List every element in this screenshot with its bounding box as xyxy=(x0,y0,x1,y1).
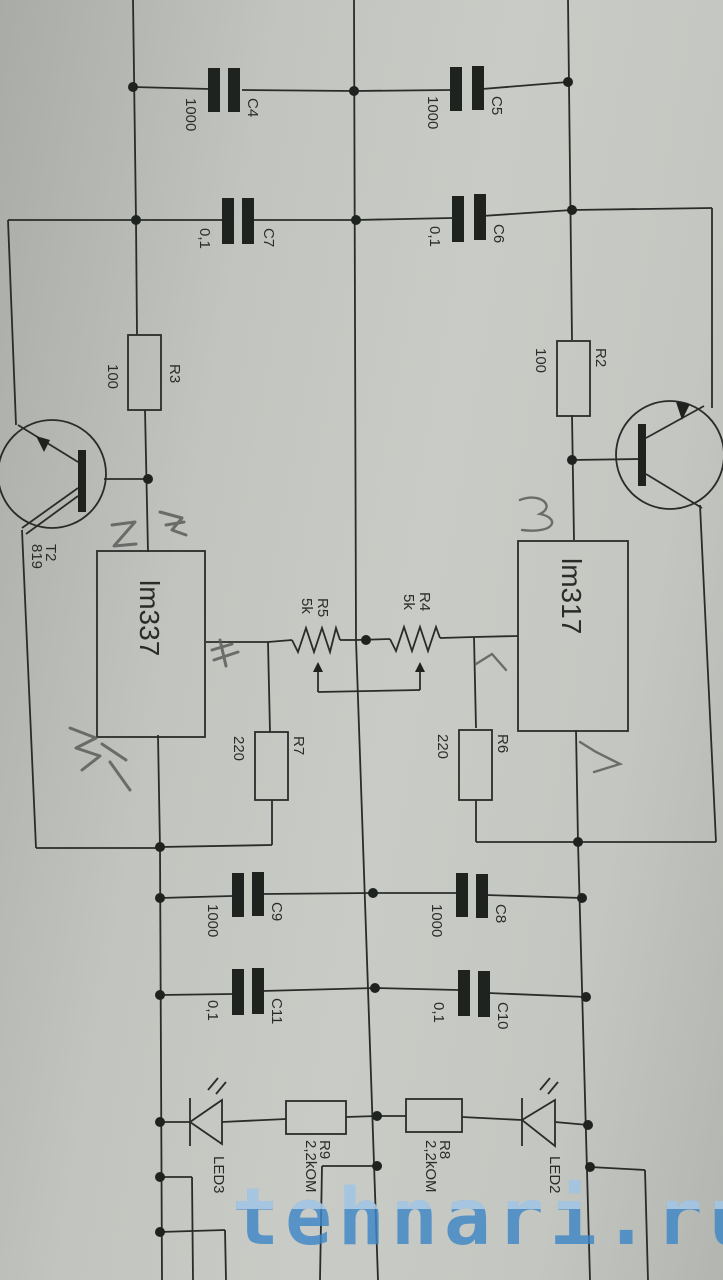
r9-ref: R9 xyxy=(316,1140,333,1159)
c9-value: 1000 xyxy=(204,904,221,937)
regulator-lm317: lm317 xyxy=(517,540,629,732)
wires xyxy=(7,0,717,1280)
c8-value: 1000 xyxy=(428,904,445,937)
watermark: tehnari.ru tehnari.ru xyxy=(232,1173,723,1263)
r6-ref: R6 xyxy=(494,734,511,753)
c4-value: 1000 xyxy=(182,98,199,131)
lm337-label: lm337 xyxy=(134,580,165,656)
r9-value: 2,2kOM xyxy=(302,1140,319,1193)
resistor-r3: R3 100 xyxy=(104,334,183,411)
c10-ref: C10 xyxy=(494,1002,511,1030)
c7-value: 0,1 xyxy=(196,228,213,249)
capacitor-c7: C7 0,1 xyxy=(196,198,277,249)
c4-ref: C4 xyxy=(244,98,261,117)
led-led2: LED2 xyxy=(520,1077,563,1194)
handwritten-annotations xyxy=(68,496,624,792)
resistor-r6: R6 220 xyxy=(434,729,511,801)
watermark-text: tehnari.ru xyxy=(232,1173,723,1263)
c6-value: 0,1 xyxy=(426,226,443,247)
r8-value: 2,2kOM xyxy=(422,1140,439,1193)
r6-value: 220 xyxy=(434,734,451,759)
transistor-t2: T2 819 xyxy=(0,419,107,569)
potentiometer-r5: R5 5k xyxy=(291,598,341,672)
c5-value: 1000 xyxy=(424,96,441,129)
capacitor-c9: C9 1000 xyxy=(204,872,285,937)
capacitor-c8: C8 1000 xyxy=(428,873,509,937)
resistor-r9: R9 2,2kOM xyxy=(285,1100,347,1193)
r8-ref: R8 xyxy=(436,1140,453,1159)
r3-ref: R3 xyxy=(166,364,183,383)
c5-ref: C5 xyxy=(488,96,505,115)
regulator-lm337: lm337 xyxy=(96,550,206,738)
r2-ref: R2 xyxy=(592,348,609,367)
c9-ref: C9 xyxy=(268,902,285,921)
potentiometer-r4: R4 5k xyxy=(389,592,441,672)
c11-value: 0,1 xyxy=(204,1000,221,1021)
r4-value: 5k xyxy=(400,594,417,610)
r4-ref: R4 xyxy=(416,592,433,611)
junctions xyxy=(128,77,595,1237)
t2-ref: T2 xyxy=(42,544,59,562)
resistor-r2: R2 100 xyxy=(532,340,609,417)
r5-value: 5k xyxy=(298,598,315,614)
r3-value: 100 xyxy=(104,364,121,389)
transistor-right xyxy=(615,400,723,510)
t2-value: 819 xyxy=(28,544,45,569)
led3-ref: LED3 xyxy=(210,1156,227,1194)
resistor-r8: R8 2,2kOM xyxy=(405,1098,463,1193)
r7-value: 220 xyxy=(230,736,247,761)
r2-value: 100 xyxy=(532,348,549,373)
capacitor-c11: C11 0,1 xyxy=(204,968,285,1024)
resistor-r7: R7 220 xyxy=(230,731,307,801)
r5-ref: R5 xyxy=(314,598,331,617)
c6-ref: C6 xyxy=(490,224,507,243)
r7-ref: R7 xyxy=(290,736,307,755)
led-led3: LED3 xyxy=(188,1077,227,1194)
lm317-label: lm317 xyxy=(556,558,587,634)
c7-ref: C7 xyxy=(260,228,277,247)
capacitor-c6: C6 0,1 xyxy=(426,194,507,247)
c11-ref: C11 xyxy=(268,998,285,1024)
c8-ref: C8 xyxy=(492,904,509,923)
c10-value: 0,1 xyxy=(430,1002,447,1023)
capacitor-c10: C10 0,1 xyxy=(430,970,511,1030)
capacitor-c4: C4 1000 xyxy=(182,68,261,131)
led2-ref: LED2 xyxy=(546,1156,563,1194)
capacitor-c5: C5 1000 xyxy=(424,66,505,129)
